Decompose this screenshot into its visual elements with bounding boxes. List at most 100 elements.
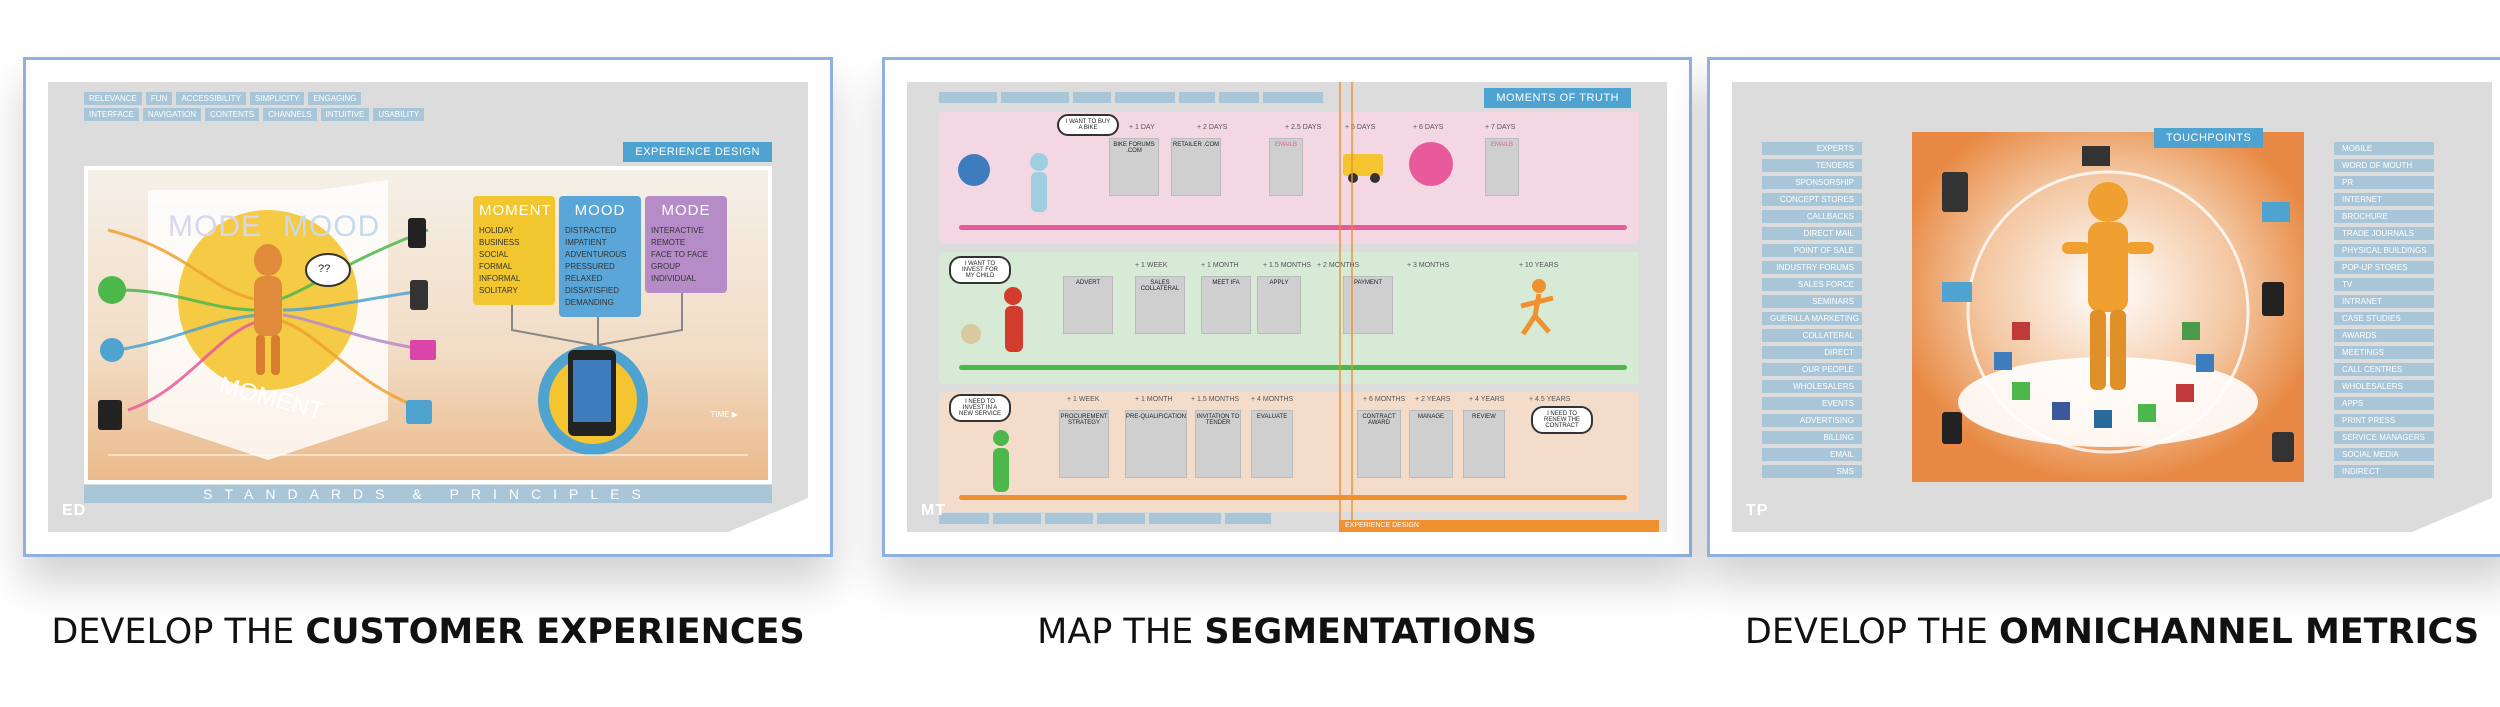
time-step: + 7 DAYS <box>1485 124 1516 131</box>
caption-bold: SEGMENTATIONS <box>1204 612 1537 652</box>
touchpoint-card: RETAILER .COM <box>1171 138 1221 196</box>
touchpoint-item: CALLBACKS <box>1762 210 1862 223</box>
column-item: BUSINESS <box>479 238 520 247</box>
touchpoint-card: EVALUATE <box>1251 410 1293 478</box>
touchpoint-card: EMAILB <box>1485 138 1519 196</box>
tag-placeholder <box>1073 92 1111 103</box>
time-step: + 4 MONTHS <box>1251 396 1294 403</box>
customer-figure <box>961 287 1023 352</box>
tag-placeholder <box>1001 92 1069 103</box>
touchpoint-item: MEETINGS <box>2334 346 2434 359</box>
touchpoint-item: TRADE JOURNALS <box>2334 227 2434 240</box>
tag-row-bottom: INTERFACE NAVIGATION CONTENTS CHANNELS I… <box>84 108 425 121</box>
touchpoint-item: WORD OF MOUTH <box>2334 159 2434 172</box>
page-fold <box>2412 498 2492 532</box>
touchpoints-illustration <box>1912 132 2304 482</box>
caption-prefix: MAP THE <box>1037 612 1205 652</box>
touchpoint-card: APPLY <box>1257 276 1301 334</box>
column-item: DISTRACTED <box>565 226 617 235</box>
tag: ACCESSIBILITY <box>176 92 246 105</box>
caption-bold: OMNICHANNEL METRICS <box>1999 612 2480 652</box>
tag: USABILITY <box>373 108 425 121</box>
tag: ENGAGING <box>308 92 362 105</box>
caption-prefix: DEVELOP THE <box>51 612 306 652</box>
time-step: + 2 DAYS <box>1197 124 1228 131</box>
column-item: ADVENTUROUS <box>565 250 627 259</box>
column-item: PRESSURED <box>565 262 615 271</box>
runner-illustration <box>1520 279 1554 336</box>
touchpoints-list-right: MOBILE WORD OF MOUTH PR INTERNET BROCHUR… <box>2334 142 2434 478</box>
caption-omnichannel-metrics: DEVELOP THE OMNICHANNEL METRICS <box>1707 612 2500 652</box>
column-item: SOCIAL <box>479 250 509 259</box>
touchpoint-item: INDIRECT <box>2334 465 2434 478</box>
tag: CHANNELS <box>263 108 317 121</box>
touchpoint-card: CONTRACT AWARD <box>1357 410 1401 478</box>
panel-canvas: RELEVANCE FUN ACCESSIBILITY SIMPLICITY E… <box>48 82 808 532</box>
experience-illustration <box>98 180 748 460</box>
panel-canvas: TOUCHPOINTS EXPERTS TENDERS SPONSORSHIP … <box>1732 82 2492 532</box>
customer-need-bubble: I WANT TO BUY A BIKE <box>1057 114 1119 136</box>
touchpoint-card: SALES COLLATERAL <box>1135 276 1185 334</box>
standards-principles-footer: STANDARDS & PRINCIPLES <box>84 485 772 503</box>
moment-divider-line <box>1339 82 1353 532</box>
experience-design-banner: EXPERIENCE DESIGN <box>623 142 772 162</box>
mode-column: MODE INTERACTIVE REMOTE FACE TO FACE GRO… <box>645 196 727 293</box>
column-item: INTERACTIVE <box>651 226 704 235</box>
column-item: INFORMAL <box>479 274 521 283</box>
touchpoint-item: BROCHURE <box>2334 210 2434 223</box>
touchpoint-item: CALL CENTRES <box>2334 363 2434 376</box>
panel-code: MT <box>921 502 947 519</box>
touchpoint-item: CONCEPT STORES <box>1762 193 1862 206</box>
time-step: + 1.5 MONTHS <box>1263 262 1312 269</box>
column-item: FORMAL <box>479 262 513 271</box>
tag-placeholder <box>1219 92 1259 103</box>
tag-placeholder <box>1149 513 1221 524</box>
touchpoint-card: BIKE FORUMS .COM <box>1109 138 1159 196</box>
tag: NAVIGATION <box>142 108 202 121</box>
time-step: + 1 WEEK <box>1067 396 1100 403</box>
touchpoint-item: DIRECT MAIL <box>1762 227 1862 240</box>
moment-column: MOMENT HOLIDAY BUSINESS SOCIAL FORMAL IN… <box>473 196 555 305</box>
time-step: + 4.5 YEARS <box>1529 396 1571 403</box>
journey-band-bike: I WANT TO BUY A BIKE + 1 DAY + 2 DAYS + … <box>939 112 1639 244</box>
tag: SIMPLICITY <box>249 92 305 105</box>
touchpoints-banner: TOUCHPOINTS <box>2154 128 2264 148</box>
caption-segmentations: MAP THE SEGMENTATIONS <box>882 612 1692 652</box>
touchpoint-item: PRINT PRESS <box>2334 414 2434 427</box>
panel-code: TP <box>1746 502 1769 519</box>
touchpoint-item: WHOLESALERS <box>2334 380 2434 393</box>
caption-prefix: DEVELOP THE <box>1744 612 1999 652</box>
time-step: + 5 DAYS <box>1345 124 1376 131</box>
time-step: + 4 YEARS <box>1469 396 1505 403</box>
experience-design-panel: RELEVANCE FUN ACCESSIBILITY SIMPLICITY E… <box>23 57 833 557</box>
tag-placeholder <box>1263 92 1323 103</box>
column-title: MOOD <box>574 202 626 219</box>
time-step: + 3 MONTHS <box>1407 262 1450 269</box>
tag-placeholder <box>1115 92 1175 103</box>
touchpoint-item: INTRANET <box>2334 295 2434 308</box>
column-item: FACE TO FACE <box>651 250 709 259</box>
column-item: HOLIDAY <box>479 226 514 235</box>
journey-timeline <box>959 495 1627 500</box>
journey-timeline <box>959 365 1627 370</box>
column-title: MOMENT <box>479 202 552 219</box>
column-item: DEMANDING <box>565 298 614 307</box>
customer-renew-bubble: I NEED TO RENEW THE CONTRACT <box>1531 406 1593 434</box>
touchpoint-item: INDUSTRY FORUMS <box>1762 261 1862 274</box>
touchpoint-item: INTERNET <box>2334 193 2434 206</box>
touchpoint-item: TENDERS <box>1762 159 1862 172</box>
customer-need-bubble: I WANT TO INVEST FOR MY CHILD <box>949 256 1011 284</box>
touchpoint-item: EVENTS <box>1762 397 1862 410</box>
tag: FUN <box>145 92 173 105</box>
column-title: MODE <box>661 202 711 219</box>
tag-placeholder <box>1179 92 1215 103</box>
thought-bubble-text: ?? <box>318 263 331 275</box>
column-item: IMPATIENT <box>565 238 607 247</box>
touchpoint-item: POINT OF SALE <box>1762 244 1862 257</box>
touchpoint-card: PROCUREMENT STRATEGY <box>1059 410 1109 478</box>
touchpoint-item: SERVICE MANAGERS <box>2334 431 2434 444</box>
touchpoint-item: MOBILE <box>2334 142 2434 155</box>
caption-customer-experiences: DEVELOP THE CUSTOMER EXPERIENCES <box>23 612 833 652</box>
column-item: REMOTE <box>651 238 686 247</box>
delivery-illustration <box>1343 142 1453 186</box>
